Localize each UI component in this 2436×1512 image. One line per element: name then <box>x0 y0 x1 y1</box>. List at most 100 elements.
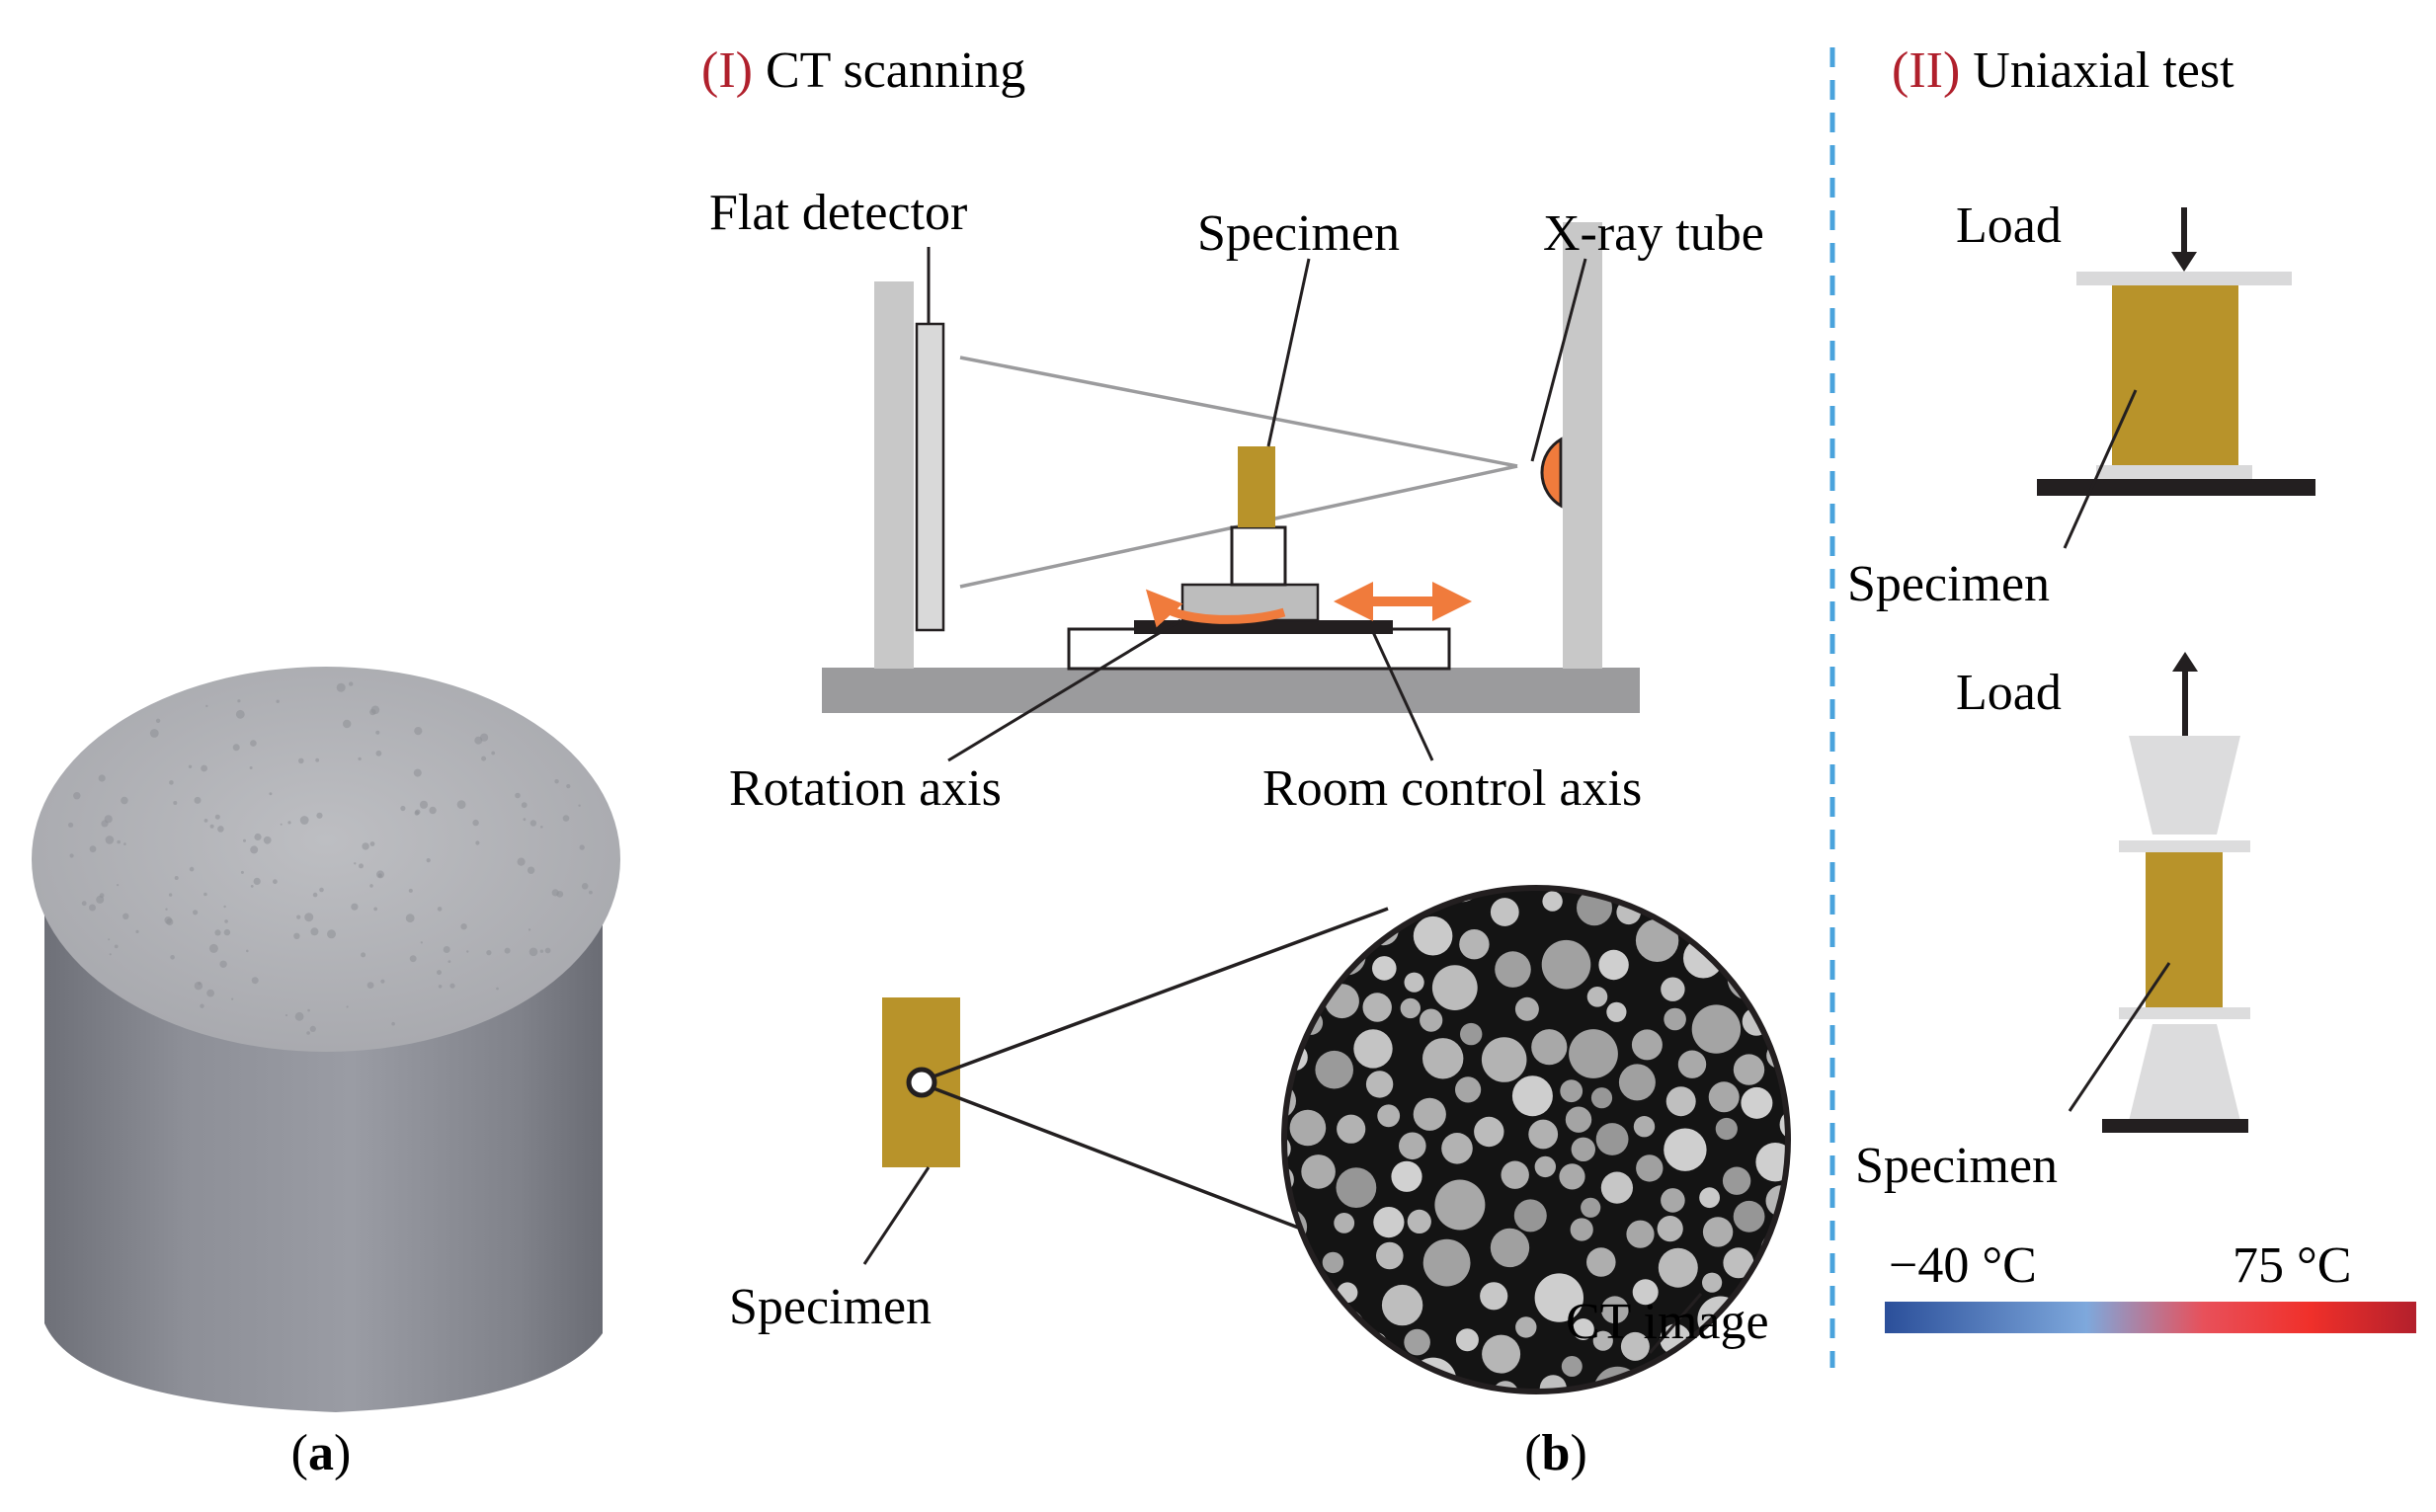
specimen-photo <box>32 667 620 1412</box>
pore <box>581 883 589 890</box>
ct-particle <box>1542 891 1563 912</box>
ct-particle <box>1586 1247 1616 1277</box>
pore <box>377 873 382 878</box>
pore <box>296 915 301 919</box>
ct-particle <box>1741 1086 1773 1119</box>
pore <box>375 750 382 756</box>
pore <box>231 997 234 1000</box>
ct-particle <box>1565 1106 1592 1133</box>
ct-particle <box>1420 1008 1443 1032</box>
ct-particle <box>1665 1086 1696 1117</box>
pore <box>174 876 179 880</box>
compression-specimen <box>2112 285 2238 465</box>
pore <box>250 885 254 888</box>
beam-top-line <box>959 356 1518 468</box>
pore <box>117 839 121 844</box>
ct-particle <box>1326 1309 1365 1348</box>
ct-particle <box>1372 956 1397 981</box>
pore <box>373 907 378 912</box>
pore <box>346 1005 349 1008</box>
pore <box>240 870 244 874</box>
ct-particle <box>1581 1197 1601 1218</box>
lower-grip <box>2129 1024 2240 1121</box>
ct-particle <box>1460 1022 1483 1046</box>
pore <box>540 826 543 829</box>
pore <box>361 952 366 958</box>
pore <box>358 756 362 761</box>
pore <box>556 891 564 898</box>
pore <box>235 709 245 719</box>
pore <box>315 757 320 762</box>
pore <box>475 840 480 845</box>
pore <box>280 823 283 826</box>
ct-particle <box>1733 1054 1765 1085</box>
pore <box>173 801 178 805</box>
stage-outer-box <box>1067 627 1451 671</box>
ct-section-title: (I) CT scanning <box>701 42 1025 99</box>
compression-test: Load Specimen <box>1847 198 2315 612</box>
pore <box>312 892 318 898</box>
pore <box>194 796 202 804</box>
pore <box>164 916 172 924</box>
pore <box>336 682 346 692</box>
ct-particle <box>1431 965 1478 1010</box>
pore <box>165 908 168 911</box>
ct-particle <box>1377 1104 1401 1128</box>
ct-particle <box>1422 1238 1471 1287</box>
pore <box>201 764 208 772</box>
pore <box>562 815 570 822</box>
label-specimen-tension: Specimen <box>1855 1138 2058 1194</box>
ct-particle <box>1635 918 1679 962</box>
label-specimen-compression: Specimen <box>1847 556 2050 612</box>
pore <box>408 888 413 893</box>
pore <box>254 833 262 841</box>
ct-particle <box>1480 1282 1508 1311</box>
pore <box>155 718 161 723</box>
tube-post <box>1563 222 1602 669</box>
label-flat-detector: Flat detector <box>709 185 967 241</box>
ct-leader-lines <box>927 247 1587 762</box>
pore <box>122 913 129 919</box>
pore <box>327 929 336 939</box>
cylinder-top <box>32 667 620 1052</box>
pore <box>566 784 571 789</box>
tension-base <box>2102 1119 2248 1133</box>
pore <box>251 977 259 985</box>
pore <box>203 819 208 823</box>
ct-particle <box>1600 1296 1629 1324</box>
ct-particle <box>1560 1079 1583 1103</box>
ct-particle <box>1633 1116 1656 1138</box>
ct-particle <box>1677 1050 1707 1078</box>
ct-section-roman: (I) <box>701 42 753 99</box>
cylinder-pores <box>68 681 593 1035</box>
pore <box>369 884 373 888</box>
pore <box>474 736 483 745</box>
pore <box>409 955 417 963</box>
pore <box>307 1008 310 1012</box>
rotation-arrow <box>1145 589 1286 628</box>
label-specimen-ct: Specimen <box>1197 205 1400 262</box>
ct-particle <box>1534 1273 1584 1322</box>
pore <box>193 910 199 915</box>
pore <box>269 792 273 796</box>
xray-tube-source <box>1540 437 1563 509</box>
pore <box>89 845 97 853</box>
pore <box>375 730 380 735</box>
ct-particle <box>1490 1228 1530 1268</box>
ct-particle <box>1404 1328 1430 1356</box>
ct-particle <box>1702 1217 1734 1247</box>
pore <box>515 792 521 799</box>
pore <box>276 699 280 703</box>
pore <box>121 796 128 805</box>
bottom-platen <box>2096 465 2252 479</box>
pore <box>491 751 496 756</box>
ct-particle <box>1459 929 1490 960</box>
scanner-base <box>822 668 1640 713</box>
stage-rail <box>1134 620 1393 634</box>
pore <box>527 866 535 874</box>
pore <box>89 904 96 912</box>
pore <box>466 950 469 953</box>
ct-region-circle <box>906 1067 937 1098</box>
pore <box>517 857 526 866</box>
ct-particle <box>1528 1119 1559 1150</box>
